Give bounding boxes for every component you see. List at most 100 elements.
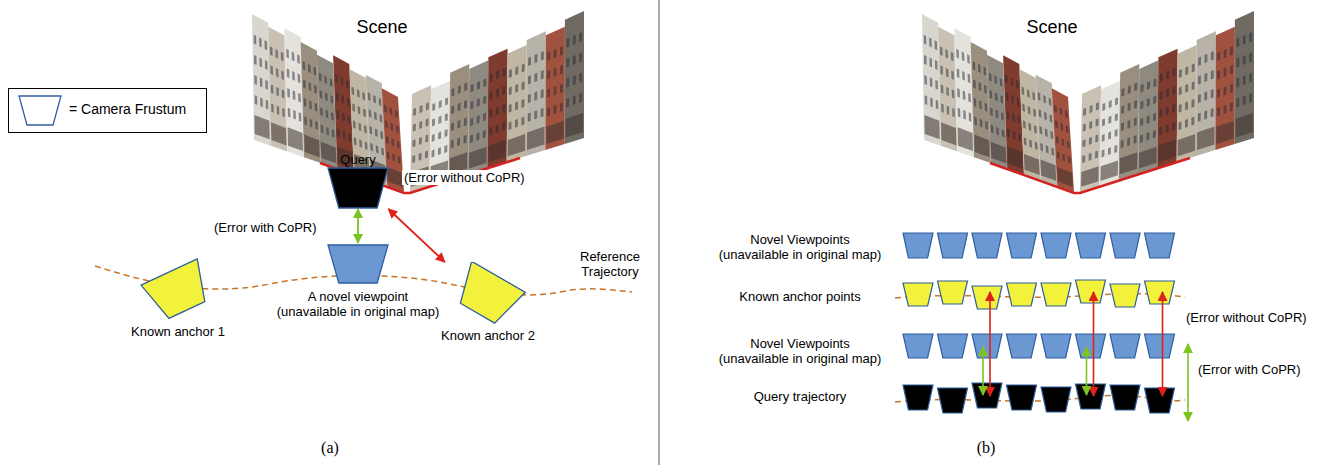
window	[432, 103, 435, 111]
window	[1159, 127, 1162, 136]
camera-frustum	[1007, 334, 1037, 358]
window	[979, 82, 982, 91]
window	[1217, 70, 1220, 79]
camera-frustum	[1076, 280, 1106, 303]
building-facade	[545, 27, 565, 150]
window	[1115, 129, 1118, 137]
window	[1017, 98, 1020, 107]
window	[1211, 70, 1214, 79]
window	[1095, 151, 1098, 159]
window	[924, 75, 927, 85]
window	[522, 64, 525, 73]
window	[1061, 138, 1064, 146]
window	[1198, 57, 1201, 66]
window	[464, 135, 467, 144]
window	[1243, 35, 1246, 45]
camera-frustum	[1041, 233, 1071, 258]
window	[1166, 124, 1169, 133]
shop-front	[321, 142, 337, 164]
window	[541, 70, 544, 79]
window	[1034, 125, 1037, 133]
window	[1198, 113, 1201, 122]
panel-divider	[659, 0, 660, 465]
window	[490, 91, 493, 100]
window	[985, 121, 988, 130]
window	[1089, 153, 1092, 161]
error-arrow	[1162, 292, 1164, 396]
window	[925, 95, 928, 105]
window	[1185, 102, 1188, 111]
window	[496, 70, 499, 79]
frustum-sample	[19, 96, 61, 125]
window	[946, 68, 949, 77]
camera-node: Known anchor 1	[120, 258, 236, 339]
window	[1230, 103, 1233, 112]
window	[1051, 148, 1054, 156]
window	[1179, 87, 1182, 96]
camera-frustum	[972, 286, 1002, 309]
window	[1134, 82, 1137, 91]
window	[342, 113, 345, 122]
camera-frustum	[1076, 233, 1106, 258]
window	[951, 71, 954, 80]
window	[924, 55, 927, 65]
window	[1056, 136, 1059, 144]
window	[1198, 75, 1201, 84]
window	[319, 73, 322, 82]
window	[438, 147, 441, 155]
window	[380, 114, 383, 122]
window	[1153, 96, 1156, 105]
window	[358, 123, 361, 131]
window	[304, 98, 307, 107]
window	[352, 104, 355, 113]
camera-frustum	[328, 168, 388, 208]
window	[347, 98, 350, 107]
window	[1122, 88, 1125, 97]
camera-frustum	[972, 383, 1002, 408]
window	[1204, 73, 1207, 82]
camera-frustum	[1076, 334, 1106, 358]
camera-frustum	[903, 283, 933, 306]
window	[1249, 32, 1252, 42]
window	[420, 105, 423, 113]
window	[1172, 122, 1175, 131]
shop-front	[1057, 167, 1073, 187]
window	[973, 80, 976, 89]
shop-front	[1139, 147, 1157, 169]
window	[385, 120, 388, 128]
figure-label: Query trajectory	[717, 389, 883, 404]
frustum-rows	[903, 233, 1175, 413]
window	[1236, 98, 1239, 108]
window	[579, 52, 582, 62]
shop-front	[527, 127, 545, 150]
window	[528, 75, 531, 84]
window	[1172, 104, 1175, 113]
window	[1198, 94, 1201, 103]
window	[930, 78, 933, 88]
shop-front	[546, 121, 563, 144]
window	[945, 49, 948, 59]
window	[369, 109, 372, 118]
window	[1192, 81, 1195, 90]
window	[1185, 66, 1188, 75]
window	[1217, 52, 1220, 61]
window	[439, 100, 442, 108]
window	[1021, 87, 1024, 96]
window	[470, 101, 473, 110]
window	[1018, 115, 1021, 124]
frustum-label: Known anchor 1	[120, 324, 236, 339]
window	[1192, 99, 1195, 108]
camera-frustum	[938, 388, 968, 413]
window	[326, 127, 329, 135]
window	[293, 91, 296, 101]
window	[947, 106, 950, 115]
window	[1115, 113, 1118, 121]
shop-front	[1158, 140, 1176, 163]
camera-frustum	[938, 233, 968, 258]
window	[413, 108, 416, 116]
window	[1108, 116, 1111, 124]
window	[534, 92, 537, 101]
window	[332, 129, 335, 137]
window	[363, 109, 366, 117]
